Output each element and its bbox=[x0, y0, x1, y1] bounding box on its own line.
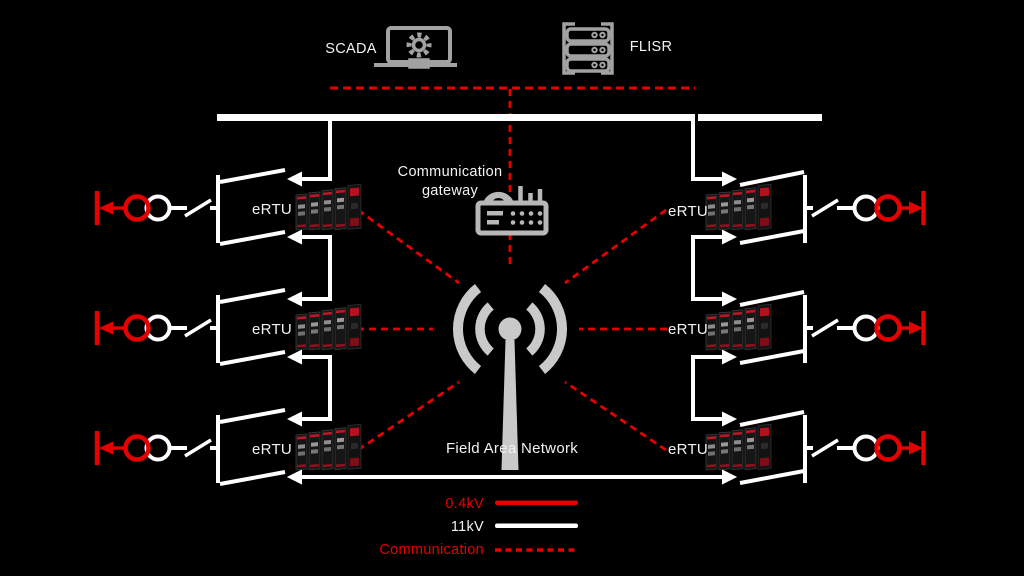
ertu-device-image bbox=[705, 423, 772, 475]
legend-swatch-04kv bbox=[495, 500, 578, 505]
scada-label: SCADA bbox=[325, 41, 376, 57]
ertu-device-image bbox=[295, 183, 362, 235]
ertu-device-image bbox=[705, 183, 772, 235]
antenna-icon bbox=[452, 284, 568, 470]
flisr-station: FLISR bbox=[562, 22, 673, 75]
ertu-units: eRTU eRTU eRTU eRTU eRTU eRTU bbox=[252, 183, 772, 475]
scada-monitor-icon bbox=[374, 26, 457, 69]
field-area-network: Field Area Network bbox=[446, 284, 578, 470]
ertu-device-image bbox=[295, 303, 362, 355]
ertu-device-image bbox=[295, 423, 362, 475]
legend-swatch-11kv bbox=[495, 523, 578, 528]
gateway-router-icon bbox=[475, 186, 549, 236]
field-area-network-label: Field Area Network bbox=[446, 440, 578, 457]
gear-icon bbox=[406, 32, 432, 58]
ertu-label: eRTU bbox=[668, 321, 708, 338]
ertu-label: eRTU bbox=[252, 201, 292, 218]
legend-label-11kv: 11kV bbox=[451, 519, 484, 535]
feeder-verticals bbox=[328, 119, 695, 421]
flisr-server-icon bbox=[562, 22, 614, 75]
legend-label-04kv: 0.4kV bbox=[445, 496, 484, 512]
communication-gateway: Communication gateway bbox=[398, 164, 549, 236]
ertu-device-image bbox=[705, 303, 772, 355]
ertu-label: eRTU bbox=[252, 441, 292, 458]
gateway-label-line2: gateway bbox=[422, 183, 479, 199]
wifi-arcs-icon bbox=[489, 193, 508, 202]
flisr-label: FLISR bbox=[630, 39, 673, 55]
ertu-label: eRTU bbox=[252, 321, 292, 338]
gateway-label-line1: Communication bbox=[398, 164, 503, 180]
legend: 0.4kV 11kV Communication bbox=[379, 496, 578, 558]
rtu-comm-links bbox=[357, 208, 667, 452]
ertu-label: eRTU bbox=[668, 203, 708, 220]
ertu-label: eRTU bbox=[668, 441, 708, 458]
scada-station: SCADA bbox=[325, 26, 457, 69]
feeder-rows bbox=[97, 170, 924, 485]
hv-bus-bar bbox=[217, 114, 822, 121]
tie-line bbox=[287, 469, 737, 485]
legend-label-communication: Communication bbox=[379, 542, 484, 558]
